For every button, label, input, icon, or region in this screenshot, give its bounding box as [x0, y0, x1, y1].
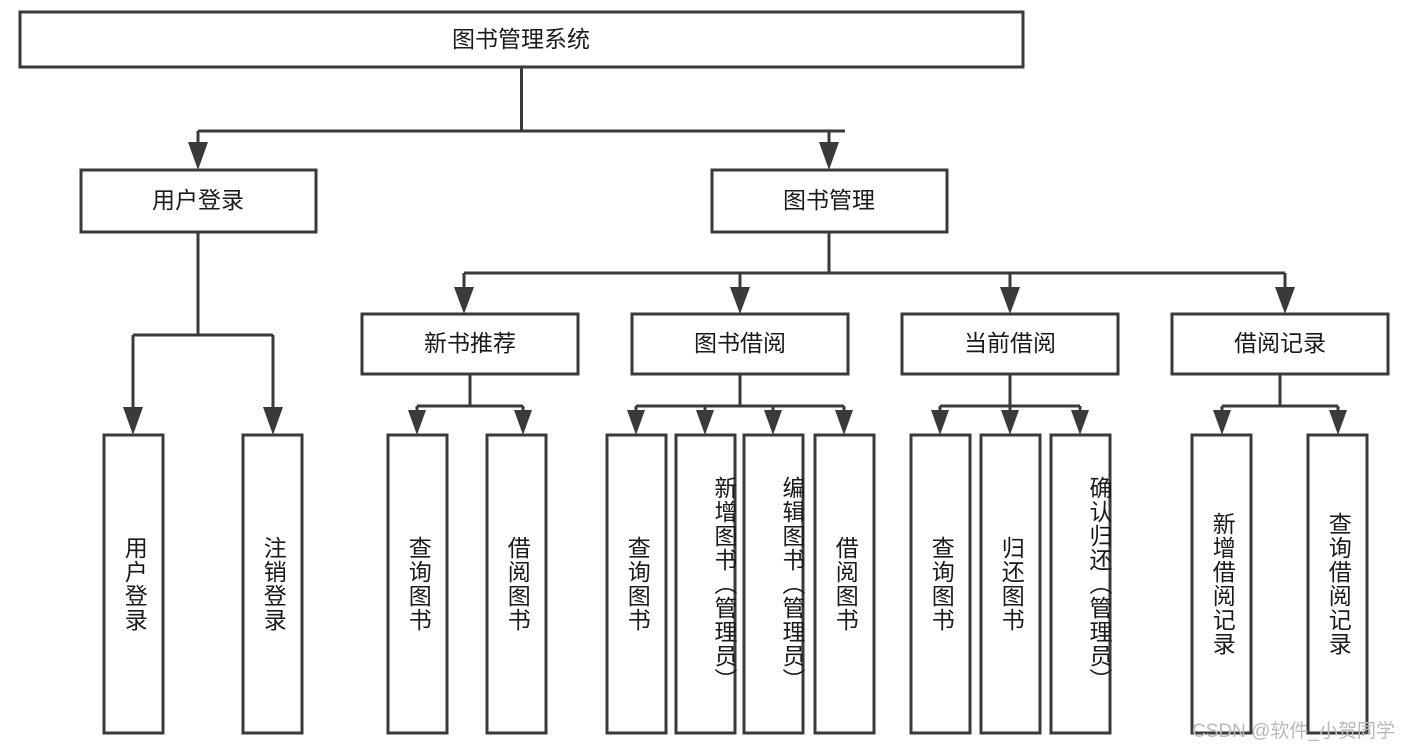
leaf-box-confirm-return[interactable]: [1049, 433, 1112, 735]
leaf-box-query-book-2[interactable]: [605, 433, 668, 735]
leaf-box-borrow-book-1[interactable]: [485, 433, 548, 735]
leaf-box-user-logout[interactable]: [241, 433, 304, 735]
node-new-book-rec[interactable]: [360, 312, 580, 376]
connector-user-login-to-leaves: [123, 232, 283, 435]
node-current-borrow[interactable]: [900, 312, 1120, 376]
leaf-box-user-login[interactable]: [102, 433, 165, 735]
connector-book-borrow-to-leaves: [627, 374, 853, 435]
connector-borrow-record-to-leaves: [1213, 374, 1347, 435]
node-user-login-label: 用户登录: [152, 187, 244, 213]
leaf-box-query-record[interactable]: [1306, 433, 1369, 735]
connector-new-book-rec-to-leaves: [408, 374, 532, 435]
leaf-box-borrow-book-2[interactable]: [813, 433, 876, 735]
leaf-box-add-record[interactable]: [1190, 433, 1253, 735]
leaf-box-return-book[interactable]: [979, 433, 1042, 735]
node-root[interactable]: [18, 10, 1025, 69]
leaf-box-add-book[interactable]: [674, 433, 737, 735]
node-root-label: 图书管理系统: [452, 26, 590, 52]
connector-current-borrow-to-leaves: [931, 374, 1089, 435]
node-new-book-rec-label: 新书推荐: [424, 330, 516, 356]
node-book-borrow-label: 图书借阅: [694, 330, 786, 356]
connector-book-manage-to-level3: [454, 232, 1295, 314]
leaf-box-edit-book[interactable]: [742, 433, 805, 735]
node-book-manage-label: 图书管理: [783, 187, 875, 213]
leaf-box-query-book-3[interactable]: [909, 433, 972, 735]
node-current-borrow-label: 当前借阅: [964, 330, 1056, 356]
node-borrow-record-label: 借阅记录: [1234, 330, 1326, 356]
csdn-watermark: CSDN @软件_小贺同学: [1192, 721, 1395, 742]
connector-root-to-level2: [188, 67, 845, 170]
leaf-box-query-book-1[interactable]: [386, 433, 449, 735]
node-user-login[interactable]: [79, 168, 318, 234]
